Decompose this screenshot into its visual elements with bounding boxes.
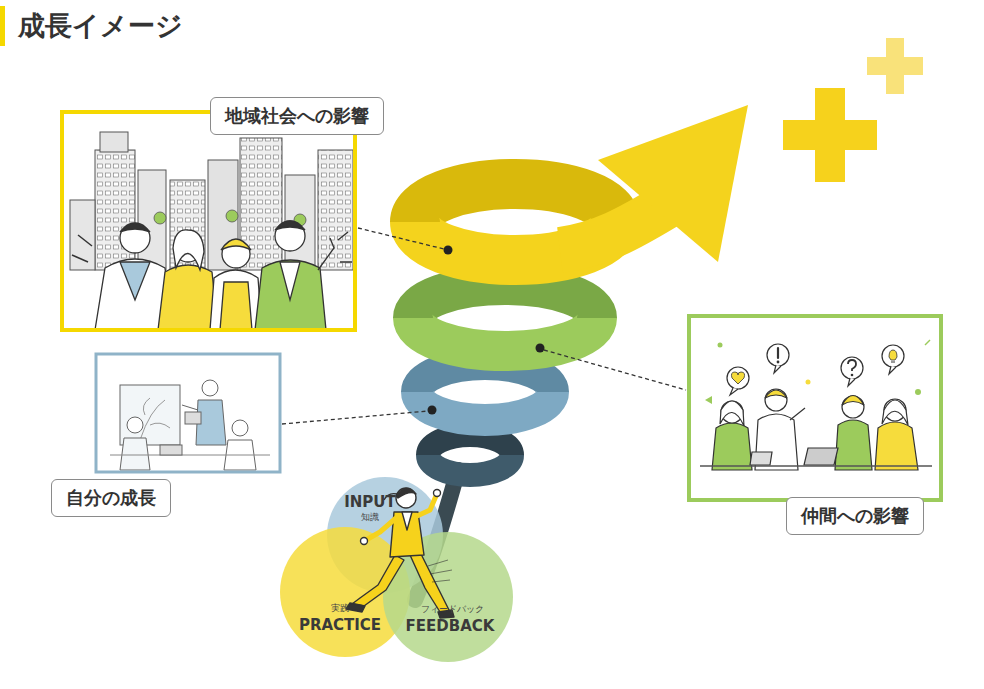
title: 成長イメージ: [18, 8, 183, 44]
circle-subtext: 知識: [361, 513, 379, 522]
circle-heading: PRACTICE: [299, 618, 381, 633]
team-illustration: [700, 340, 932, 470]
circle-subtext: フィードバック: [421, 605, 484, 614]
label-text: 仲間への影響: [801, 504, 909, 528]
circle-subtext: 実践: [331, 604, 349, 613]
illustration-frame: [689, 316, 941, 500]
leader-line: [282, 228, 686, 424]
arrow-head: [598, 105, 748, 262]
circle-heading: INPUT: [344, 495, 396, 510]
label-text: 自分の成長: [66, 486, 156, 510]
circle-heading: FEEDBACK: [406, 619, 495, 634]
city-illustration: [70, 132, 353, 328]
plus-symbol: [867, 38, 923, 94]
label-box: 自分の成長: [51, 479, 171, 517]
illustration-frame: [96, 354, 280, 472]
leader-dot: [428, 246, 545, 415]
plus-symbol: [783, 88, 877, 182]
office-illustration: [110, 380, 270, 470]
label-box: 仲間への影響: [786, 497, 924, 535]
label-text: 地域社会への影響: [225, 104, 369, 128]
illustration-frame: [62, 112, 355, 330]
label-box: 地域社会への影響: [210, 97, 384, 135]
title-bar: [0, 6, 5, 46]
